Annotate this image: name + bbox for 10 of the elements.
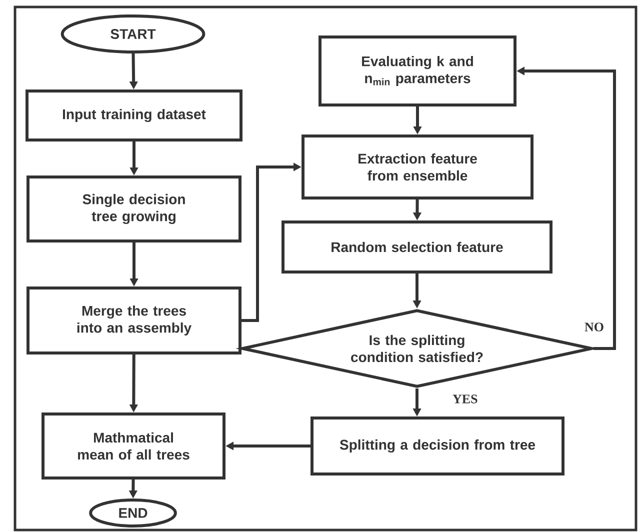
process-box: Single decision tree growing [26,176,242,242]
process-box: Mathmatical mean of all trees [42,412,226,480]
edge-label: NO [584,322,605,332]
process-box: Merge the trees into an assembly [26,286,242,354]
process-box: Input training dataset [26,90,242,142]
process-box: Extraction feature from ensemble [302,134,534,200]
process-box: Random selection feature [282,220,552,274]
process-box: Splitting a decision from tree [310,416,564,476]
edge-label: YES [452,394,479,404]
process-box: Evaluating k and n$_{min}$ parameters [318,36,516,106]
